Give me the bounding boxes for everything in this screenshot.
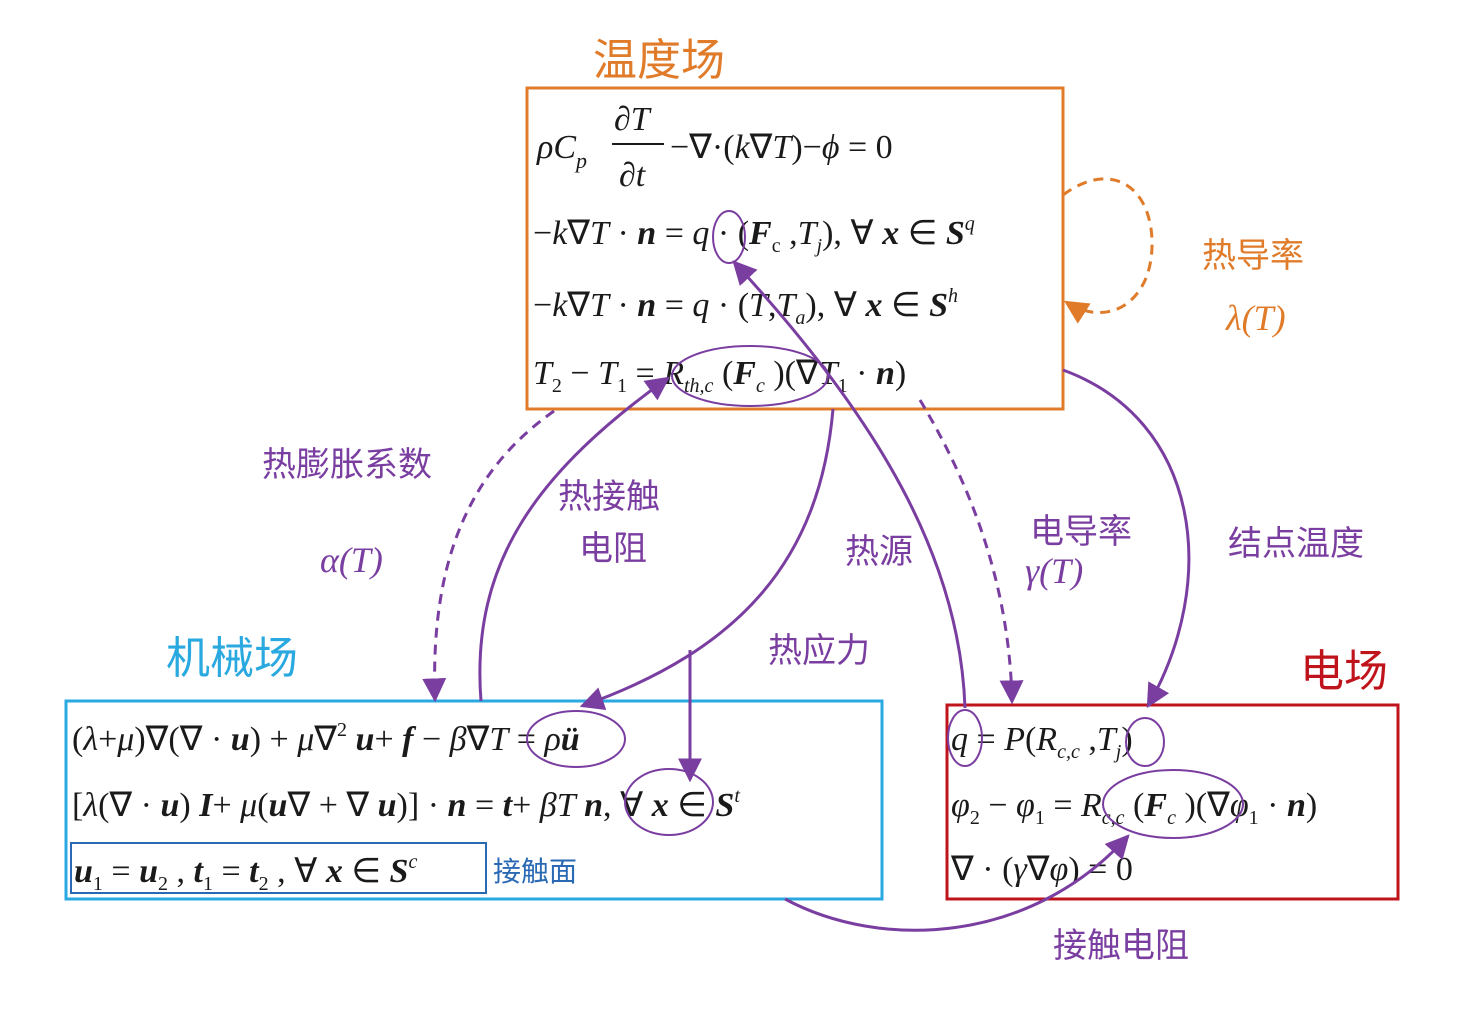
q-term-highlight (712, 210, 746, 264)
thermal-conductivity-label: 热导率 (1202, 236, 1304, 276)
mechanical-equation-3: u1 = u2 , t1 = t2 , ∀ x ∈ Sc (74, 851, 417, 895)
betaT-n-highlight (624, 768, 714, 836)
mechanical-field-box (64, 699, 884, 901)
temperature-equation-4: T2 − T1 = Rth,c (Fc )(∇T1 · n) (533, 355, 906, 397)
thermal-contact-resistance-arrow (478, 376, 670, 702)
thermal-stress-arrow (579, 408, 835, 711)
heat-source-arrow (732, 260, 967, 709)
contact-surface-label: 接触面 (493, 855, 577, 888)
svg-text:∂T: ∂T (614, 101, 652, 138)
contact-surface-box (70, 842, 487, 894)
electric-field-title: 电场 (1300, 646, 1388, 697)
q-electric-highlight (947, 709, 983, 767)
temperature-equation-3: −k∇T · n = q · (T,Ta), ∀ x ∈ Sh (533, 285, 958, 329)
mechanical-field-title: 机械场 (166, 633, 298, 684)
junction-temperature-label: 结点温度 (1228, 524, 1364, 564)
thermal-contact-resistance-label-2: 电阻 (579, 529, 647, 569)
Tj-electric-highlight (1125, 717, 1165, 767)
thermal-conductivity-loop-arrow (1062, 177, 1154, 324)
mechanical-equation-1: (λ+μ)∇(∇ · u) + μ∇2 u+ f − β∇T = ρü (72, 719, 580, 758)
electric-field-box (945, 703, 1400, 901)
temperature-field-title: 温度场 (593, 35, 725, 86)
temperature-equation-2: −k∇T · n = q · (Fc ,Tj), ∀ x ∈ Sq (533, 213, 975, 257)
junction-temperature-arrow (1062, 368, 1191, 709)
electric-contact-resistance-arrow (784, 834, 1130, 932)
thermal-expansion-label: 热膨胀系数 (262, 445, 432, 485)
svg-text:ρCp: ρCp (536, 129, 587, 173)
electric-equation-3: ∇ · (γ∇φ) = 0 (950, 851, 1133, 888)
electric-equation-2: φ2 − φ1 = Rc,c (Fc )(∇φ1 · n) (951, 787, 1317, 829)
svg-text:−∇·(k∇T)−ϕ = 0: −∇·(k∇T)−ϕ = 0 (670, 129, 893, 166)
thermal-contact-resistance-label-1: 热接触 (558, 477, 660, 517)
electric-conductivity-symbol: γ(T) (1025, 551, 1083, 591)
temperature-equation-1: ρCp ∂T ∂t −∇·(k∇T)−ϕ = 0 (536, 101, 893, 194)
beta-gradT-highlight (526, 710, 626, 768)
thermal-expansion-arrow (422, 409, 555, 703)
svg-text:∂t: ∂t (619, 157, 647, 194)
electric-conductivity-label: 电导率 (1030, 512, 1132, 552)
mechanical-equation-2: [λ(∇ · u) I+ μ(u∇ + ∇ u)] · n = t+ βT n,… (72, 785, 740, 824)
electric-contact-resistance-label: 接触电阻 (1053, 926, 1189, 966)
thermal-expansion-symbol: α(T) (320, 540, 383, 580)
electric-contact-resistance-highlight (1102, 769, 1244, 839)
thermal-stress-label: 热应力 (768, 631, 870, 671)
thermal-conductivity-symbol: λ(T) (1225, 298, 1286, 338)
heat-source-label: 热源 (845, 532, 913, 572)
temperature-field-box (525, 86, 1065, 411)
electric-conductivity-arrow (918, 399, 1024, 705)
